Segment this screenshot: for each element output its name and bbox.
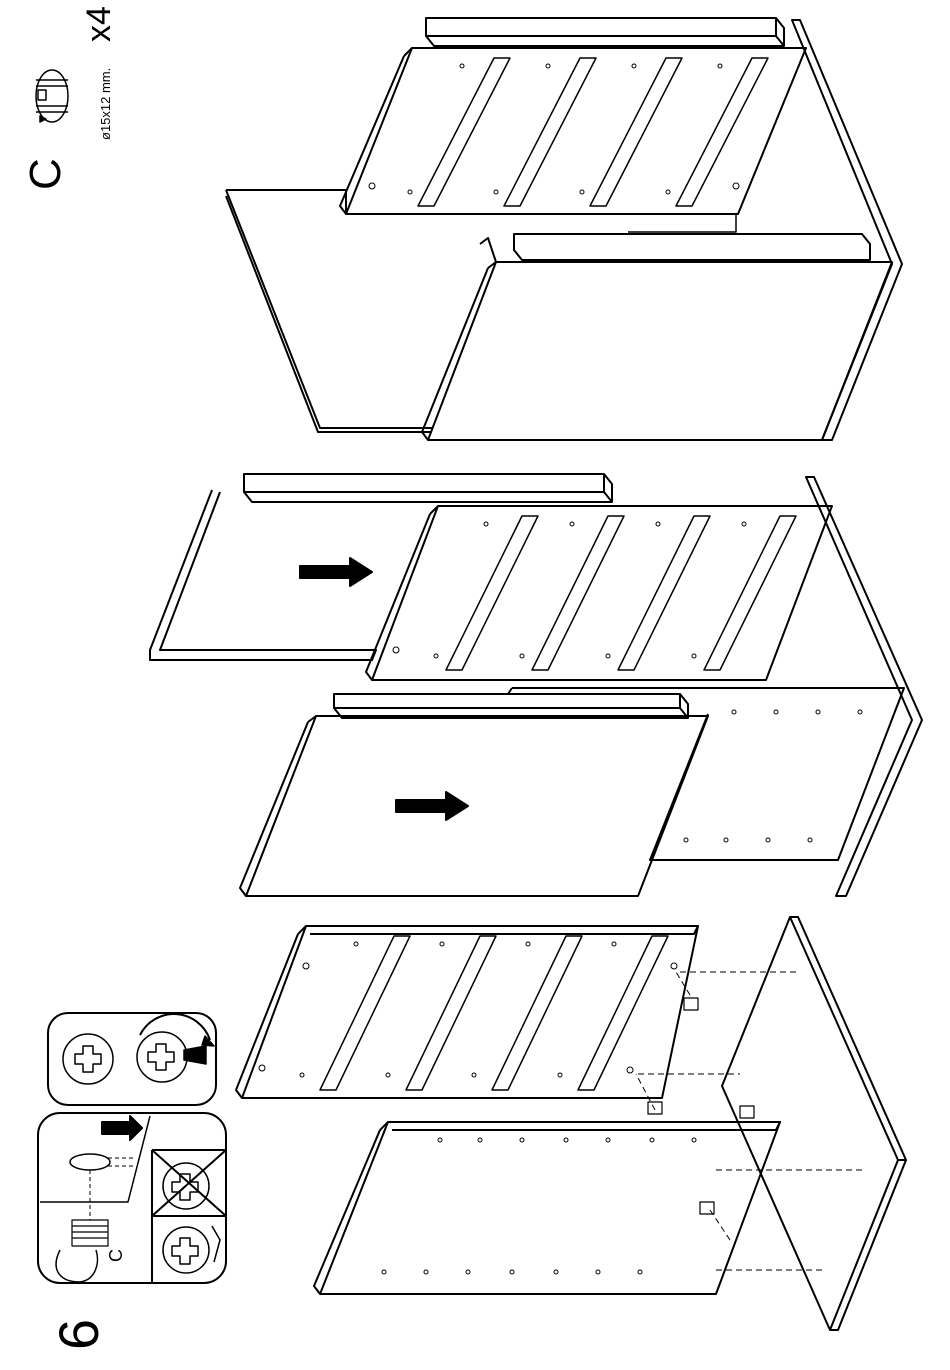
push-arrow-icon xyxy=(396,792,468,820)
plain-panel xyxy=(240,716,708,896)
part-letter: C xyxy=(21,158,70,190)
side-panel xyxy=(806,477,922,896)
part-dimension: ø15x12 mm. xyxy=(98,68,113,140)
top-rail xyxy=(244,474,612,502)
runner-panel xyxy=(340,48,806,214)
front-panel xyxy=(422,238,892,440)
cam-head-icon xyxy=(63,1034,113,1084)
cam-fitting xyxy=(648,998,754,1214)
plain-panel xyxy=(314,1122,780,1294)
insertion-detail-inset: C xyxy=(38,1113,226,1283)
cam-fitting-icon xyxy=(36,70,68,122)
drawer-runner-rail xyxy=(418,58,768,206)
push-arrow-icon xyxy=(102,1116,142,1140)
plain-panel xyxy=(226,190,432,432)
exploded-assembly-group xyxy=(236,917,906,1330)
drawer-runner-rail xyxy=(320,936,668,1090)
assembled-carcass-group xyxy=(226,18,902,440)
part-quantity: x4 xyxy=(80,6,118,42)
back-panel xyxy=(508,688,904,860)
rotation-detail-inset xyxy=(48,1013,216,1105)
partial-assembly-group xyxy=(150,474,922,896)
cam-unlocked-icon xyxy=(163,1226,220,1273)
cam-label: C xyxy=(106,1249,126,1262)
cam-rotate-icon xyxy=(137,1014,214,1082)
top-rail xyxy=(514,234,870,260)
top-rail xyxy=(426,18,784,46)
push-arrow-icon xyxy=(300,558,372,586)
drawer-runner-rail xyxy=(446,516,796,670)
cam-fitting-icon xyxy=(56,1220,108,1282)
runner-panel xyxy=(236,926,698,1098)
side-panel xyxy=(722,917,906,1330)
step-number: 6 xyxy=(47,1319,110,1350)
runner-panel xyxy=(366,506,832,680)
top-rail xyxy=(334,694,688,718)
